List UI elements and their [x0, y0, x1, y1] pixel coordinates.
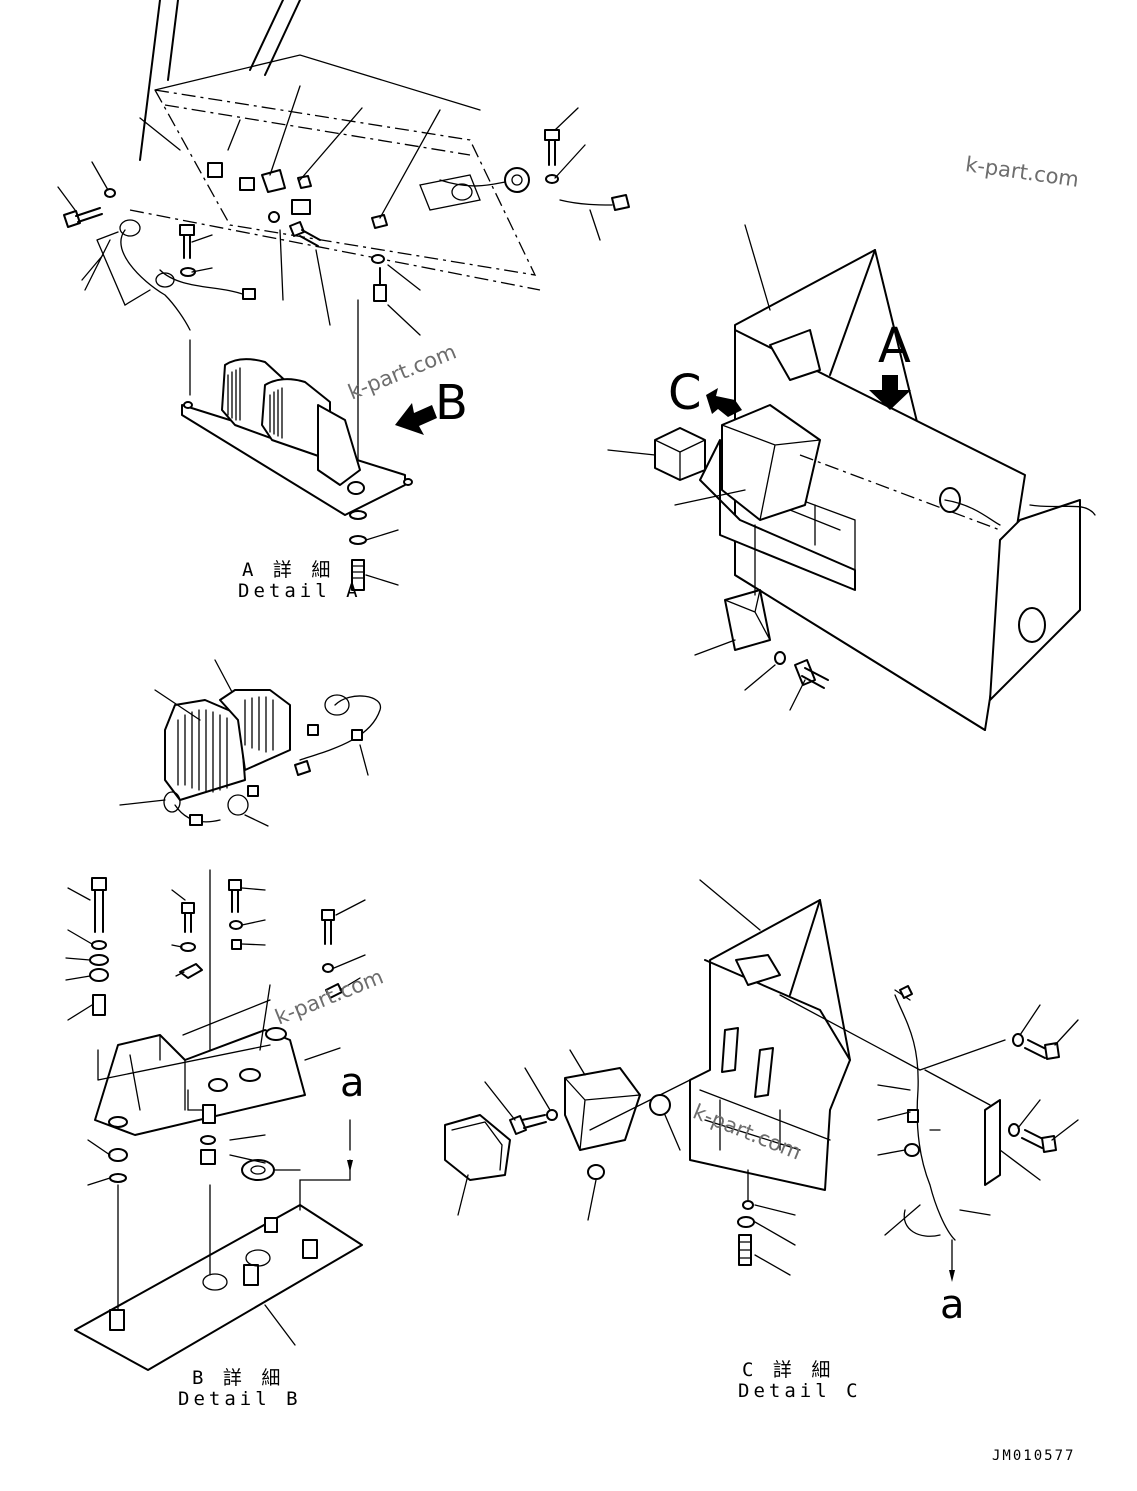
bolt [544, 129, 560, 166]
view-arrow-label-b: B [435, 375, 468, 431]
bolt-column [89, 877, 109, 1016]
detail-c-title-jp: C 詳 細 [742, 1359, 835, 1381]
bolt [373, 267, 387, 302]
bolt [179, 224, 195, 259]
view-arrow-label-a: A [878, 318, 911, 374]
bolt [289, 221, 321, 247]
view-arrow-label-c: C [668, 365, 702, 421]
reference-label-a-left: a [340, 1060, 365, 1106]
arrow-c [706, 388, 742, 417]
detail-b-title-jp: B 詳 細 [192, 1367, 285, 1389]
detail-a-assembly [57, 0, 630, 591]
cab-panel [607, 224, 1096, 731]
arrow-b [395, 403, 437, 435]
drawing-number: JM010577 [992, 1448, 1076, 1464]
bolt [63, 207, 103, 228]
detail-a-title-jp: A 詳 細 [242, 559, 335, 581]
detail-c-assembly [444, 879, 1079, 1282]
arrow-a [869, 375, 911, 410]
reference-label-a-right: a [940, 1282, 965, 1328]
detail-c-title-en: Detail C [738, 1380, 862, 1402]
detail-b-assembly [65, 659, 381, 1371]
detail-a-title-en: Detail A [238, 580, 362, 602]
detail-b-title-en: Detail B [178, 1388, 302, 1410]
